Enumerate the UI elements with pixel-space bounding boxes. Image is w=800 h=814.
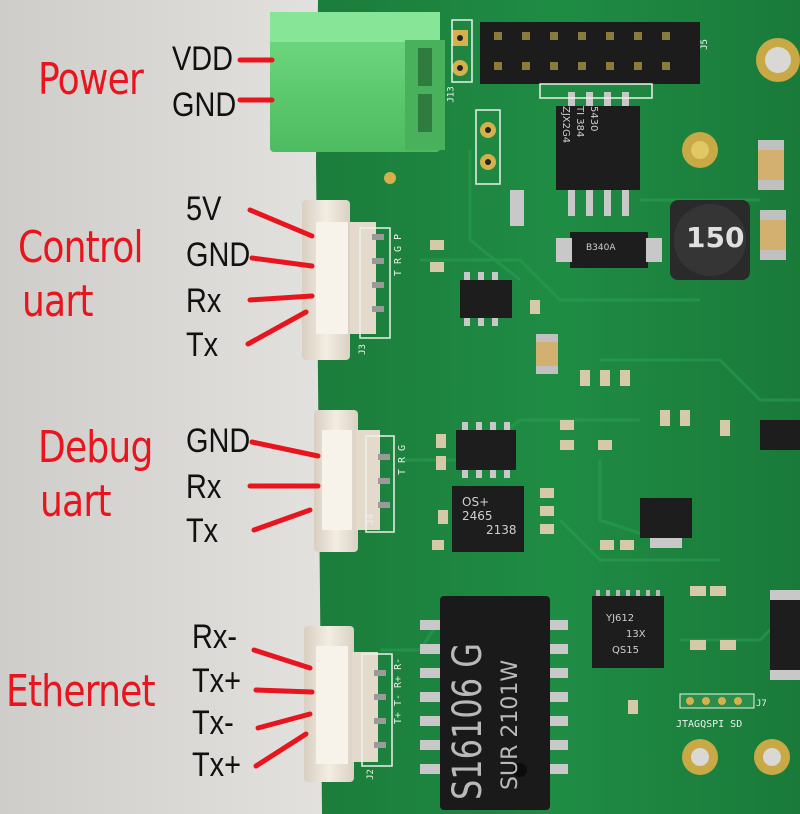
mounting-holes bbox=[384, 38, 800, 775]
power-pin-vdd: VDD bbox=[172, 40, 234, 78]
silk-j2: J2 bbox=[365, 769, 376, 780]
capacitors bbox=[510, 140, 786, 374]
chip-2465-line2: 2465 bbox=[462, 509, 493, 523]
transformer-marking-1: S16106 G bbox=[445, 642, 491, 800]
transformer-marking-2: SUR 2101W bbox=[498, 659, 523, 790]
control-pin-rx: Rx bbox=[186, 282, 222, 320]
debug-uart-title-line2: uart bbox=[40, 476, 112, 527]
control-pin-gnd: GND bbox=[186, 236, 251, 274]
diode-marking: B340A bbox=[586, 243, 616, 253]
ethernet-pin-rx-minus: Rx- bbox=[192, 618, 237, 656]
debug-pin-tx: Tx bbox=[186, 512, 219, 550]
silk-j4: J4 bbox=[365, 514, 376, 525]
power-terminal-block bbox=[270, 12, 445, 152]
control-pin-5v: 5V bbox=[186, 190, 222, 228]
j13-pads bbox=[452, 30, 496, 170]
silk-j2-pins: T+ T- R+ R- bbox=[393, 657, 405, 725]
ethernet-pin-tx-plus: Tx+ bbox=[192, 662, 241, 700]
silk-j7: J7 bbox=[756, 699, 767, 709]
silk-j5: J5 bbox=[699, 39, 710, 50]
silk-bottom-label: JTAGQSPI SD bbox=[676, 719, 743, 730]
small-ic-j3 bbox=[460, 272, 512, 326]
silk-j4-pins: T R G bbox=[397, 444, 409, 476]
ethernet-pin-tx-plus-2: Tx+ bbox=[192, 746, 241, 784]
silkscreen-outlines bbox=[359, 19, 653, 767]
connector-j3 bbox=[302, 200, 384, 360]
red-leader-lines bbox=[237, 57, 321, 769]
chip-5430-line3: ZJX2G4 bbox=[560, 106, 571, 144]
control-pin-tx: Tx bbox=[186, 326, 219, 364]
control-uart-title-line1: Control bbox=[18, 222, 144, 273]
qfn-line3: QS15 bbox=[612, 645, 639, 656]
connector-j4 bbox=[314, 410, 390, 552]
debug-uart-title-line1: Debug bbox=[38, 422, 153, 473]
diode-b340a bbox=[556, 232, 662, 268]
control-uart-title-line2: uart bbox=[22, 276, 94, 327]
sot-package bbox=[640, 498, 692, 548]
right-edge-parts bbox=[760, 420, 800, 680]
qfn-line2: 13X bbox=[626, 629, 646, 640]
chip-5430-line1: 5430 bbox=[588, 106, 599, 132]
inductor-150 bbox=[670, 200, 750, 280]
chip-5430 bbox=[556, 92, 640, 216]
ethernet-pin-tx-minus: Tx- bbox=[192, 704, 234, 742]
qfn-line1: YJ612 bbox=[606, 613, 635, 624]
silk-j13: J13 bbox=[446, 86, 457, 103]
qfn-chip bbox=[592, 590, 664, 668]
connector-j2 bbox=[304, 626, 386, 782]
power-title: Power bbox=[38, 54, 144, 105]
chip-2465-line1: OS+ bbox=[462, 495, 490, 509]
passives bbox=[430, 240, 736, 714]
debug-pin-gnd: GND bbox=[186, 422, 251, 460]
pin-header-j5 bbox=[480, 22, 700, 84]
ethernet-transformer bbox=[420, 596, 568, 810]
chip-2465 bbox=[452, 486, 524, 552]
small-ic-j4 bbox=[456, 422, 516, 478]
ethernet-title: Ethernet bbox=[6, 666, 156, 717]
j7-pads bbox=[679, 693, 755, 709]
silk-j3-pins: T R G P bbox=[393, 233, 405, 277]
debug-pin-rx: Rx bbox=[186, 468, 222, 506]
power-pin-gnd: GND bbox=[172, 86, 237, 124]
silk-j3: J3 bbox=[357, 344, 368, 355]
chip-2465-line3: 2138 bbox=[486, 523, 517, 537]
chip-5430-line2: TI 384 bbox=[574, 106, 585, 138]
inductor-marking: 150 bbox=[686, 221, 745, 254]
